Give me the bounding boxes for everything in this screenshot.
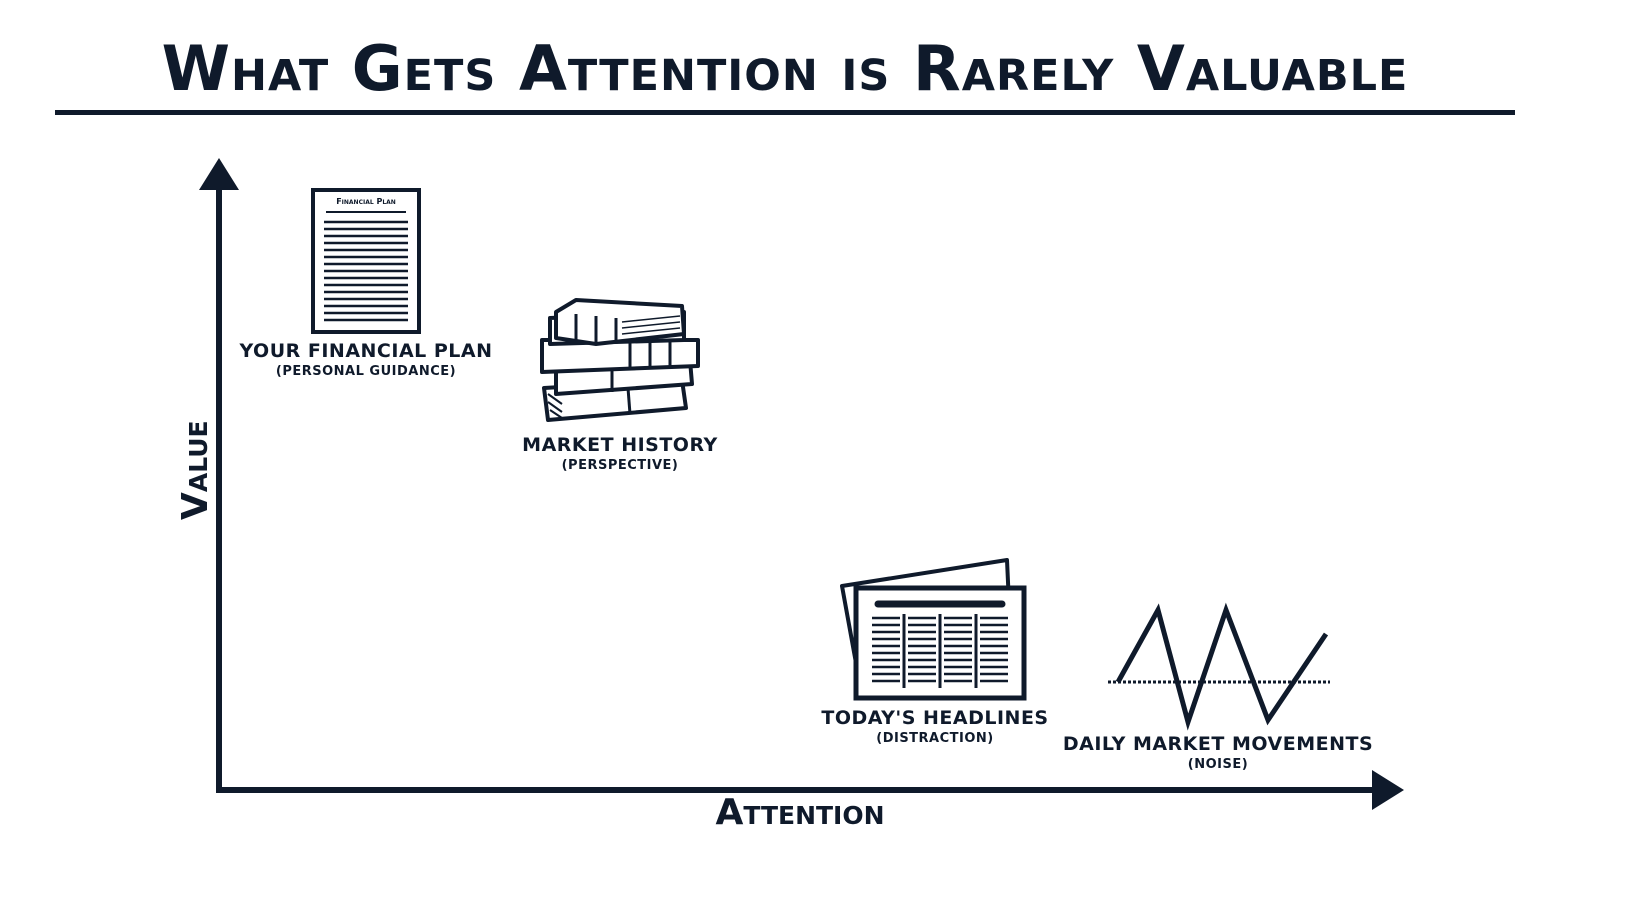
x-axis-label: Attention — [715, 792, 885, 833]
financial-plan-document-heading: Financial Plan — [336, 197, 396, 206]
financial-plan-title: YOUR FINANCIAL PLAN — [239, 340, 493, 362]
title-underline — [55, 110, 1515, 115]
todays-headlines-label: TODAY'S HEADLINES (DISTRACTION) — [800, 707, 1070, 746]
financial-plan-label: YOUR FINANCIAL PLAN (PERSONAL GUIDANCE) — [236, 340, 496, 379]
market-history-title: MARKET HISTORY — [522, 434, 718, 456]
page-title: What Gets Attention is Rarely Valuable — [161, 32, 1409, 105]
financial-plan-subtitle: (PERSONAL GUIDANCE) — [275, 364, 457, 379]
daily-market-movements-label: DAILY MARKET MOVEMENTS (NOISE) — [1058, 733, 1378, 772]
y-axis-label: Value — [175, 420, 216, 520]
newspaper-icon — [840, 558, 1027, 701]
axes — [199, 158, 1404, 810]
financial-plan-document-icon — [311, 188, 421, 334]
zigzag-line-icon — [1108, 602, 1330, 731]
x-axis-arrow-icon — [1372, 770, 1404, 810]
daily-market-movements-subtitle: (NOISE) — [1187, 757, 1249, 772]
stacked-books-icon — [540, 298, 700, 422]
market-history-subtitle: (PERSPECTIVE) — [561, 458, 679, 473]
market-history-label: MARKET HISTORY (PERSPECTIVE) — [500, 434, 740, 473]
y-axis-arrow-icon — [199, 158, 239, 190]
todays-headlines-subtitle: (DISTRACTION) — [876, 731, 994, 746]
todays-headlines-title: TODAY'S HEADLINES — [821, 707, 1049, 729]
daily-market-movements-title: DAILY MARKET MOVEMENTS — [1062, 733, 1374, 755]
